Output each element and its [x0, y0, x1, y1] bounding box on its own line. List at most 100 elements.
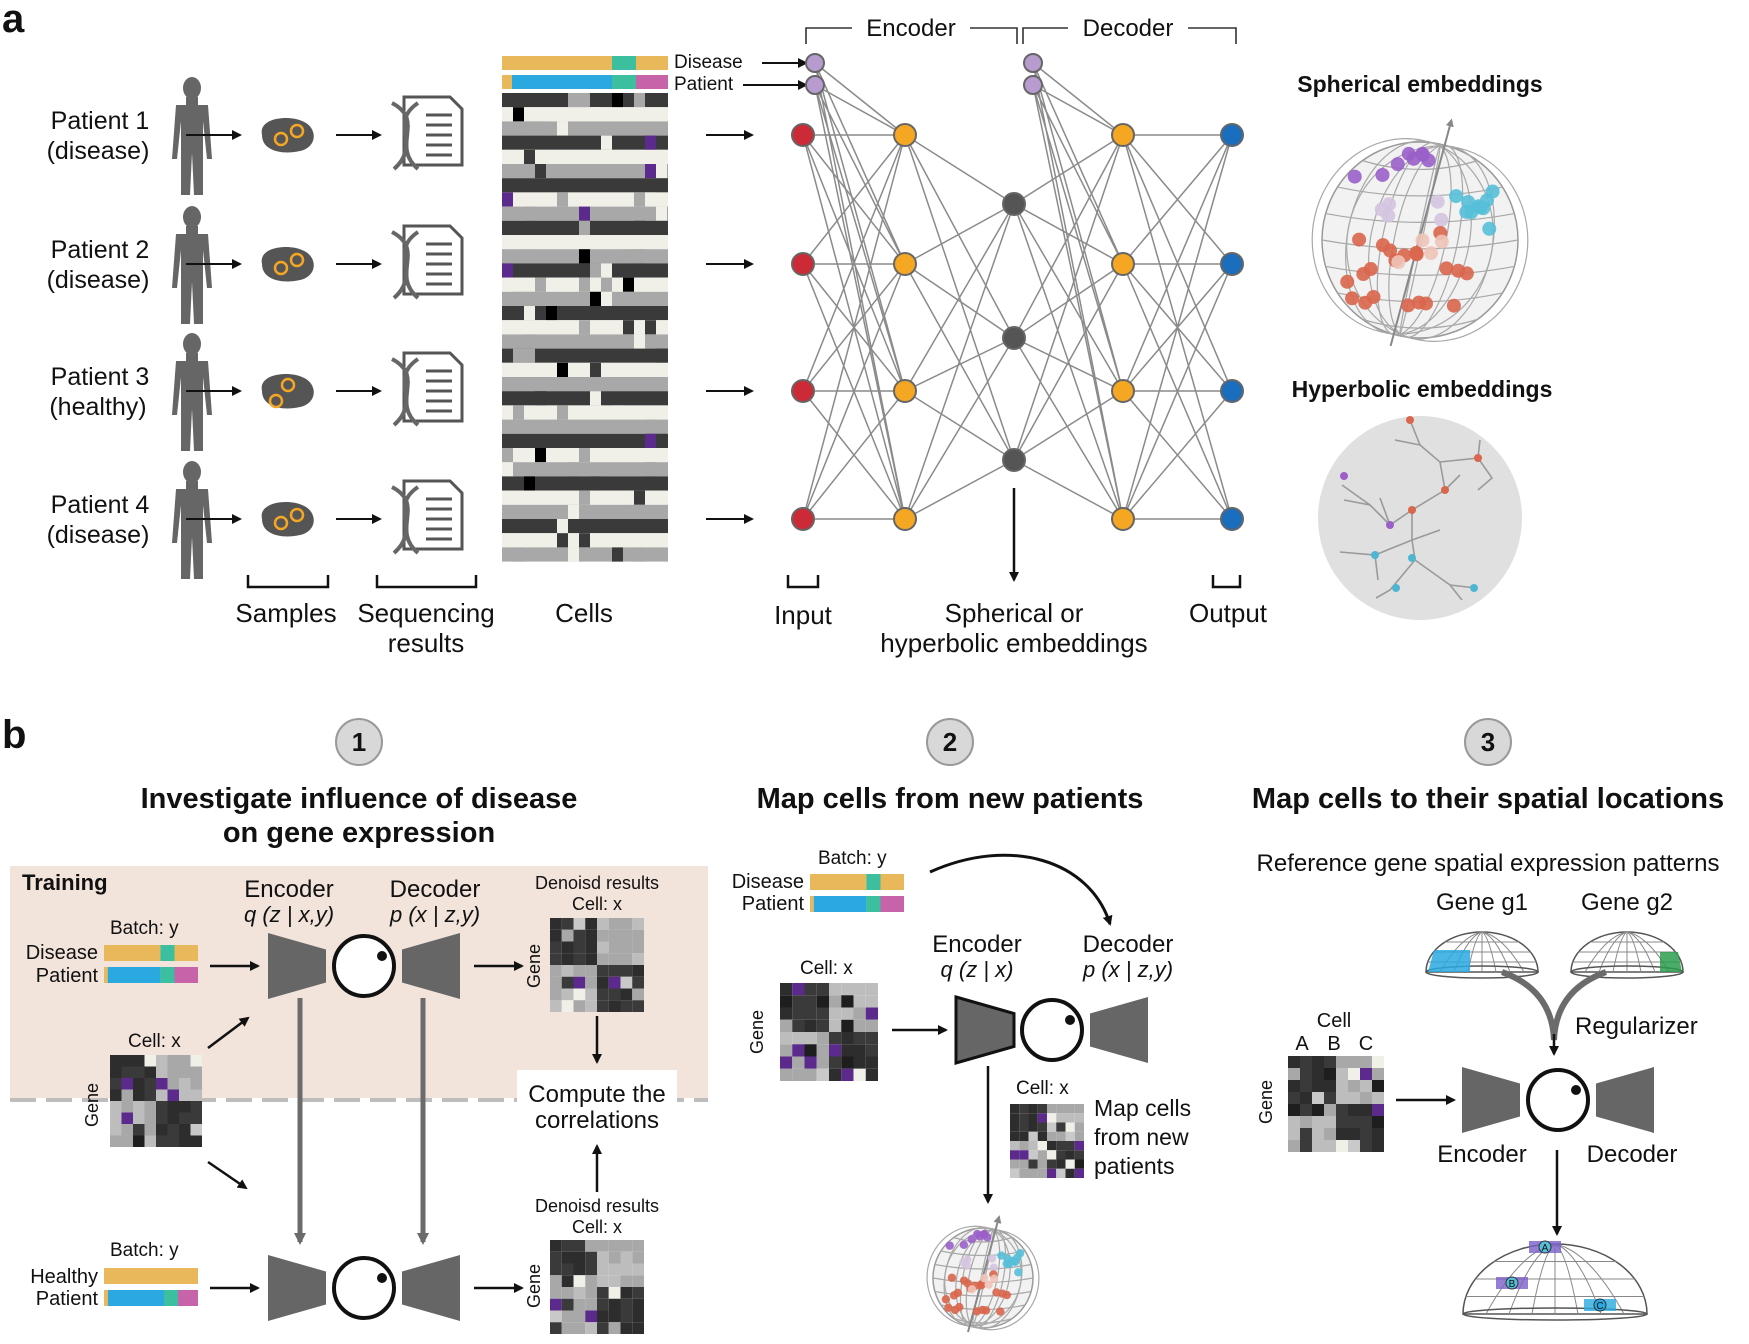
- task2-cell-label-2: Cell: x: [1016, 1078, 1069, 1099]
- task3-cell-matrix: [1288, 1056, 1384, 1152]
- spherical-embedding-globe: [1311, 118, 1529, 347]
- condition-node: [805, 53, 825, 73]
- task1-denoised-matrix-bottom: [550, 1240, 644, 1334]
- latent-node: [1002, 192, 1026, 216]
- spatial-marker-C: C: [1596, 1301, 1603, 1312]
- dna-document-icon: [390, 351, 464, 427]
- task2-decoder-formula: p (x | z,y): [1082, 957, 1173, 982]
- cells-heatmap: [502, 56, 668, 562]
- panel-a-letter: a: [2, 0, 25, 41]
- patient-status-4: (disease): [47, 521, 150, 549]
- condition-node: [1023, 75, 1043, 95]
- task3-gene-label: Gene: [1256, 1080, 1276, 1124]
- task2-disease-label: Disease: [732, 871, 804, 893]
- latent-node: [1002, 326, 1026, 350]
- patient-name-4: Patient 4: [51, 491, 150, 519]
- task1-decoder-formula: p (x | z,y): [389, 902, 480, 927]
- hyperbolic-embeddings-title: Hyperbolic embeddings: [1292, 376, 1553, 402]
- task1-patient-label-healthy: Patient: [36, 1288, 99, 1310]
- task1-denoised-cell-bottom: Cell: x: [572, 1217, 622, 1237]
- training-label: Training: [22, 870, 108, 895]
- person-icon: [172, 461, 212, 579]
- task2-cell-matrix: [780, 983, 878, 1081]
- task1-title-2: on gene expression: [223, 817, 495, 849]
- latent-node: [1002, 448, 1026, 472]
- person-icon: [172, 77, 212, 195]
- network-encoder-label: Encoder: [866, 15, 955, 42]
- task3-autoencoder: [1462, 1067, 1654, 1133]
- tissue-sample-icon: [261, 117, 314, 153]
- task1-number-badge: [335, 718, 383, 766]
- task2-encoder-label: Encoder: [932, 931, 1021, 958]
- task2-spherical-globe: [926, 1215, 1040, 1333]
- task1-autoencoder-training: [268, 933, 460, 999]
- task3-title: Map cells to their spatial locations: [1252, 783, 1724, 815]
- task3-decoder-label: Decoder: [1587, 1141, 1678, 1168]
- compute-correlations-1: Compute the: [528, 1081, 665, 1108]
- output-node: [1220, 252, 1244, 276]
- samples-label: Samples: [235, 598, 336, 628]
- task2-title: Map cells from new patients: [757, 783, 1144, 815]
- compute-correlations-2: correlations: [535, 1107, 659, 1134]
- hidden-node: [893, 507, 917, 531]
- task3-cell-label: Cell: [1317, 1010, 1351, 1032]
- task2-map-cells-2: from new: [1094, 1124, 1189, 1150]
- hidden-node: [1111, 123, 1135, 147]
- embeddings-label-1: Spherical or: [945, 598, 1084, 628]
- task1-batch-label: Batch: y: [110, 918, 179, 939]
- batch-disease-label: Disease: [674, 52, 743, 73]
- task3-encoder-label: Encoder: [1437, 1141, 1526, 1168]
- task2-encoder-formula: q (z | x): [941, 957, 1014, 982]
- hidden-node: [1111, 379, 1135, 403]
- task1-healthy-batch-bars: [104, 1268, 198, 1306]
- input-node: [791, 379, 815, 403]
- task1-disease-label: Disease: [26, 942, 98, 964]
- hidden-node: [893, 123, 917, 147]
- tissue-sample-icon: [261, 246, 314, 282]
- dna-document-icon: [390, 479, 464, 555]
- task2-map-cells-3: patients: [1094, 1153, 1175, 1179]
- spatial-marker-A: A: [1542, 1243, 1549, 1254]
- patient-status-3: (healthy): [49, 393, 146, 421]
- hidden-node: [893, 379, 917, 403]
- tissue-sample-icon: [261, 501, 314, 537]
- sequencing-label-1: Sequencing: [357, 598, 494, 628]
- task1-denoised-matrix-top: [550, 918, 644, 1012]
- condition-node: [805, 75, 825, 95]
- condition-node: [1023, 53, 1043, 73]
- task1-denoised-cell-top: Cell: x: [572, 894, 622, 914]
- task1-batch-bars: [104, 945, 198, 983]
- gene-g1-label: Gene g1: [1436, 889, 1528, 916]
- task1-batch-label-healthy: Batch: y: [110, 1240, 179, 1261]
- task2-autoencoder: [954, 995, 1148, 1065]
- dna-document-icon: [390, 95, 464, 171]
- task2-gene-label: Gene: [747, 1010, 767, 1054]
- task1-gene-label-top: Gene: [524, 944, 544, 988]
- batch-patient-label: Patient: [674, 74, 734, 95]
- task2-number-badge: [926, 718, 974, 766]
- task1-encoder-label: Encoder: [244, 876, 333, 903]
- hidden-node: [1111, 507, 1135, 531]
- sequencing-column: [390, 95, 464, 555]
- task1-denoised-label-top: Denoisd results: [535, 873, 659, 893]
- task2-mapped-cell-matrix: [1010, 1104, 1084, 1178]
- output-node: [1220, 123, 1244, 147]
- task2-batch-label: Batch: y: [818, 848, 887, 869]
- task2-map-cells-1: Map cells: [1094, 1095, 1191, 1121]
- panel-b-letter: b: [2, 713, 26, 757]
- task3-number: 3: [1481, 727, 1495, 757]
- task1-title-1: Investigate influence of disease: [141, 783, 578, 815]
- spherical-embeddings-title: Spherical embeddings: [1297, 71, 1542, 97]
- task2-patient-label: Patient: [742, 893, 805, 915]
- regularizer-label: Regularizer: [1575, 1013, 1698, 1040]
- task1-number: 1: [352, 727, 366, 757]
- task3-number-badge: [1464, 718, 1512, 766]
- spatial-marker-B: B: [1509, 1279, 1516, 1290]
- tissue-sample-icon: [261, 373, 314, 409]
- patient-status-1: (disease): [47, 137, 150, 165]
- task1-cell-matrix: [110, 1055, 202, 1147]
- patient-name-3: Patient 3: [51, 363, 150, 391]
- network-decoder-label: Decoder: [1083, 15, 1174, 42]
- task1-autoencoder-healthy: [268, 1255, 460, 1321]
